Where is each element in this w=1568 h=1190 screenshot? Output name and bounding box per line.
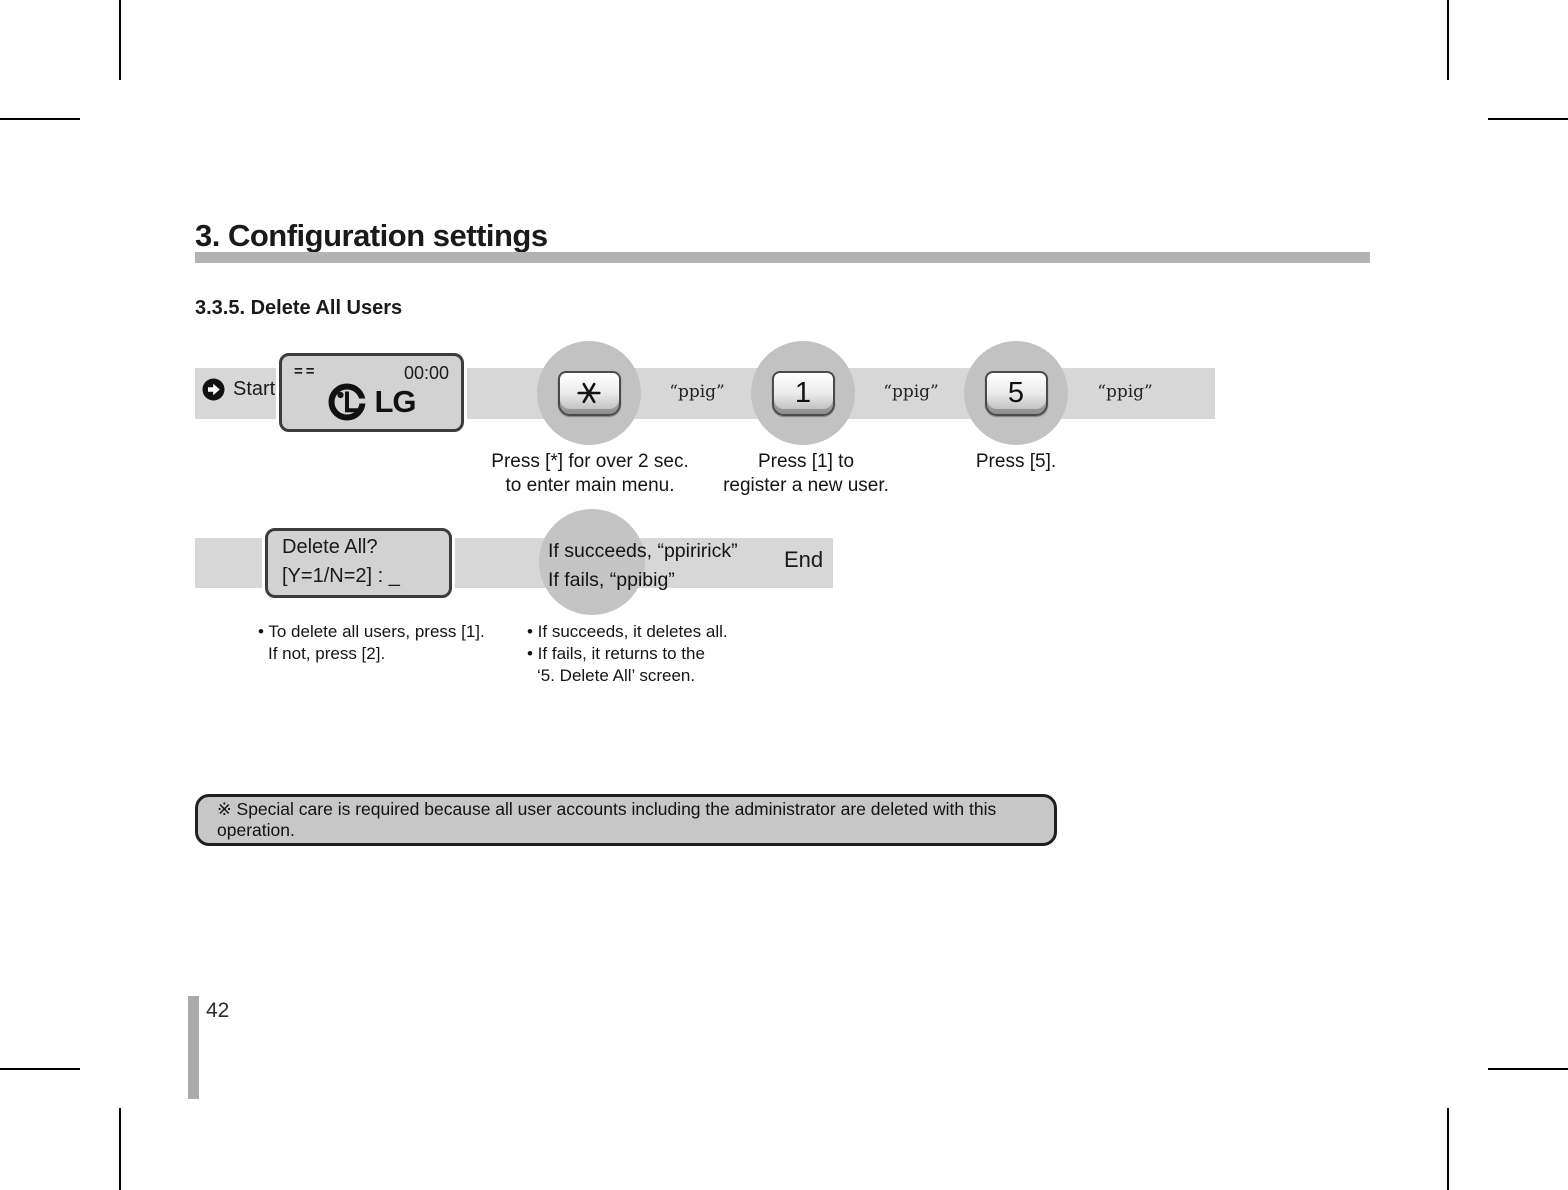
section-heading: 3.3.5. Delete All Users [195, 297, 403, 319]
lg-logo-text: LG [374, 384, 416, 419]
crop-mark-top-left-h [0, 118, 80, 120]
caption-line: Press [1] to [757, 451, 855, 472]
keypad-step-asterisk [537, 341, 641, 445]
lcd-clock-text: 00:00 [403, 363, 449, 383]
page-number: 42 [206, 999, 230, 1022]
key-digit: 1 [794, 376, 812, 409]
warning-box: ※ Special care is required because all u… [195, 794, 1057, 846]
note-line: • To delete all users, press [1]. [258, 622, 485, 641]
result-notes: • If succeeds, it deletes all. • If fail… [527, 621, 728, 687]
end-label: End [784, 547, 824, 572]
lcd-confirm-line2: [Y=1/N=2] : _ [282, 565, 400, 587]
caption-line: Press [5]. [975, 451, 1057, 472]
crop-mark-bottom-right-v [1447, 1108, 1449, 1190]
caption-line: to enter main menu. [505, 475, 675, 496]
start-label: Start [233, 378, 276, 400]
result-tone-text: If succeeds, “ppiririck” If fails, “ppib… [548, 537, 738, 595]
result-line: If fails, “ppibig” [548, 569, 675, 591]
step-caption-5: Press [5]. [866, 450, 1166, 474]
tone-label-2: “ppig” [883, 382, 939, 402]
start-step: Start [202, 378, 275, 401]
tone-label-1: “ppig” [669, 382, 725, 402]
confirm-notes: • To delete all users, press [1]. If not… [258, 621, 485, 665]
digit-1-key-button: 1 [771, 370, 835, 416]
result-line: If succeeds, “ppiririck” [548, 540, 738, 562]
page-number-bar [188, 996, 199, 1099]
start-arrow-icon [202, 378, 225, 401]
lg-logo: LG [282, 382, 461, 422]
result-tone-circle [539, 509, 645, 615]
asterisk-icon [577, 382, 601, 404]
crop-mark-top-right-v [1447, 0, 1449, 80]
step-caption-asterisk: Press [*] for over 2 sec. to enter main … [440, 450, 740, 498]
crop-mark-bottom-left-h [0, 1068, 80, 1070]
note-line: • If succeeds, it deletes all. [527, 622, 728, 641]
warning-text: ※ Special care is required because all u… [217, 799, 997, 840]
title-underline-rule [195, 252, 1370, 263]
key-digit: 5 [1007, 376, 1025, 409]
page-title: 3. Configuration settings [195, 218, 548, 253]
caption-line: Press [*] for over 2 sec. [491, 451, 689, 472]
note-line: ‘5. Delete All’ screen. [537, 666, 696, 685]
caption-line: register a new user. [723, 475, 889, 496]
crop-mark-bottom-left-v [119, 1108, 121, 1190]
keypad-step-1: 1 [751, 341, 855, 445]
note-line: • If fails, it returns to the [527, 644, 705, 663]
asterisk-key-button [557, 370, 621, 416]
lcd-confirm-line1: Delete All? [282, 536, 378, 558]
crop-mark-top-right-h [1488, 118, 1568, 120]
digit-5-key-button: 5 [984, 370, 1048, 416]
device-screen-idle: == 00:00 LG [279, 353, 464, 432]
note-line: If not, press [2]. [268, 644, 386, 663]
crop-mark-bottom-right-h [1488, 1068, 1568, 1070]
device-screen-confirm: Delete All? [Y=1/N=2] : _ [265, 528, 452, 598]
lg-symbol-icon [328, 383, 367, 421]
crop-mark-top-left-v [119, 0, 121, 80]
lcd-status-text: == [294, 363, 318, 380]
keypad-step-5: 5 [964, 341, 1068, 445]
tone-label-3: “ppig” [1097, 382, 1153, 402]
step-caption-1: Press [1] to register a new user. [656, 450, 956, 498]
